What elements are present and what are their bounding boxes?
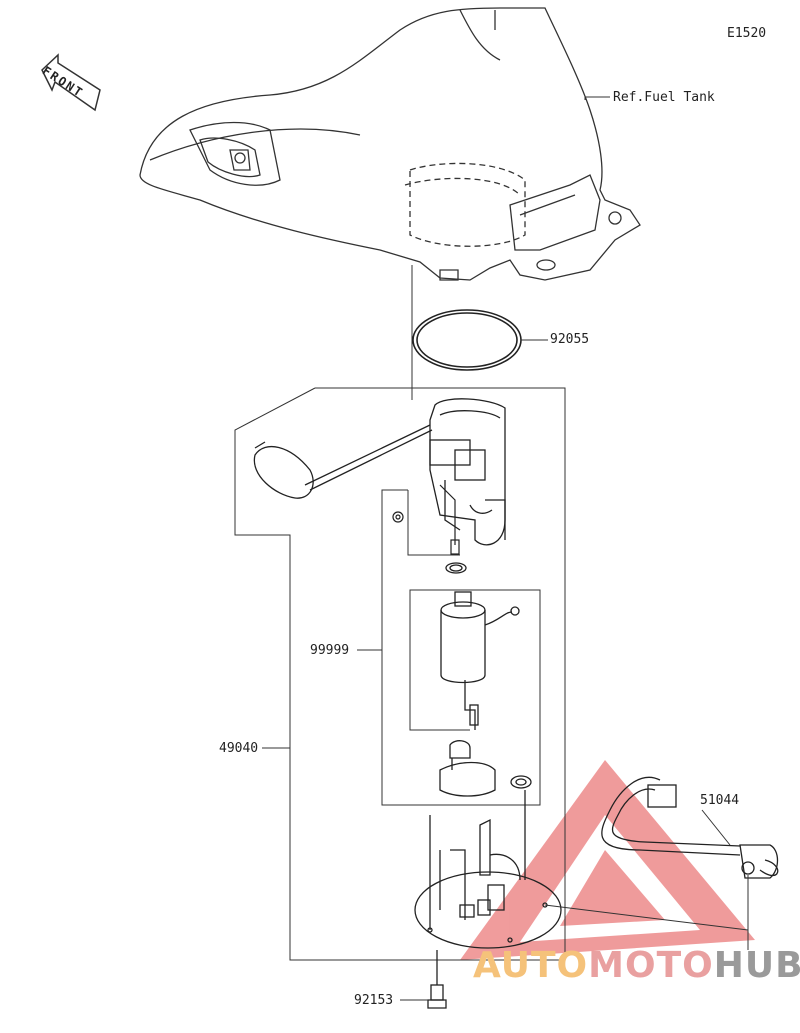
watermark-logo xyxy=(460,760,755,960)
pump-filter xyxy=(439,740,496,797)
part-number-92153: 92153 xyxy=(354,993,394,1008)
screw-small xyxy=(392,511,404,523)
front-arrow-icon xyxy=(41,53,101,112)
wire-connector xyxy=(439,484,460,555)
reference-label: Ref.Fuel Tank xyxy=(613,90,715,105)
watermark-auto: AUTO xyxy=(473,945,589,986)
o-ring-small xyxy=(445,562,467,574)
watermark-text: AUTOMOTOHUB xyxy=(473,945,800,986)
watermark-hub: HUB xyxy=(713,945,800,986)
bracket-49040 xyxy=(234,387,566,961)
part-number-51044: 51044 xyxy=(700,793,740,808)
watermark-moto: MOTO xyxy=(588,945,714,986)
fuel-pump-motor xyxy=(440,591,520,730)
pump-module-top xyxy=(429,398,506,546)
fuel-level-float xyxy=(253,424,433,499)
pump-flange xyxy=(414,790,562,949)
diagram-code: E1520 xyxy=(727,26,767,41)
bracket-99999 xyxy=(357,489,541,806)
part-number-49040: 49040 xyxy=(219,741,259,756)
fuel-hose-51044 xyxy=(601,776,779,879)
washer xyxy=(510,775,532,789)
part-number-99999: 99999 xyxy=(310,643,350,658)
fuel-tank xyxy=(139,7,641,281)
o-ring-92055 xyxy=(412,309,522,371)
part-number-92055: 92055 xyxy=(550,332,590,347)
bolt-92153 xyxy=(427,950,447,1009)
